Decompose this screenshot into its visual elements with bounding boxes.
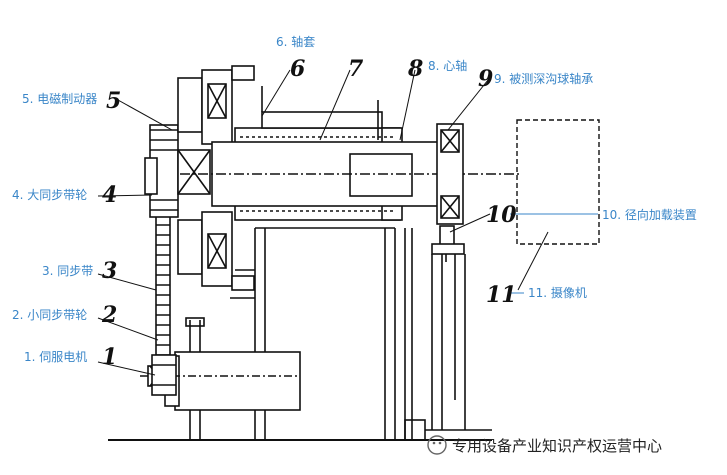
part-number-10: 10 — [486, 202, 517, 228]
small-pulley — [151, 354, 177, 396]
leader-lines — [97, 69, 598, 376]
label-brake: 5. 电磁制动器 — [22, 91, 97, 106]
part-number-11: 11 — [486, 282, 517, 308]
label-timing-belt: 3. 同步带 — [42, 264, 93, 278]
label-big-pulley: 4. 大同步带轮 — [12, 188, 87, 202]
camera-outline — [516, 119, 600, 245]
label-bearing: 9. 被测深沟球轴承 — [494, 71, 593, 86]
part-number-9: 9 — [478, 66, 493, 92]
label-mandrel: 8. 心轴 — [428, 58, 467, 73]
label-camera: 11. 摄像机 — [528, 285, 587, 300]
label-servo-motor: 1. 伺服电机 — [24, 350, 87, 364]
label-small-pulley: 2. 小同步带轮 — [12, 308, 87, 322]
watermark: 专用设备产业知识产权运营中心 — [427, 435, 662, 455]
part-number-5: 5 — [106, 88, 121, 114]
part-number-4: 4 — [102, 182, 117, 208]
part-number-8: 8 — [407, 56, 423, 82]
electromagnetic-brake — [177, 65, 255, 291]
part-numbers: 1 2 3 4 5 6 7 8 9 10 11 — [101, 56, 517, 370]
part-number-2: 2 — [101, 302, 117, 328]
wechat-icon — [427, 435, 447, 455]
label-sleeve: 6. 轴套 — [276, 34, 315, 49]
watermark-text: 专用设备产业知识产权运营中心 — [452, 437, 662, 455]
part-number-3: 3 — [102, 258, 117, 284]
timing-belt — [155, 210, 171, 360]
tested-bearing — [436, 123, 464, 225]
part-number-1: 1 — [102, 344, 117, 370]
support-frame — [230, 227, 426, 441]
label-loading-device: 10. 径向加载装置 — [602, 207, 697, 222]
part-number-6: 6 — [290, 56, 305, 82]
mandrel-shaft — [180, 100, 520, 207]
part-number-7: 7 — [348, 56, 364, 82]
callout-labels: 1. 伺服电机 2. 小同步带轮 3. 同步带 4. 大同步带轮 5. 电磁制动… — [12, 34, 697, 364]
radial-loading-device — [425, 225, 492, 431]
big-pulley — [144, 124, 211, 218]
